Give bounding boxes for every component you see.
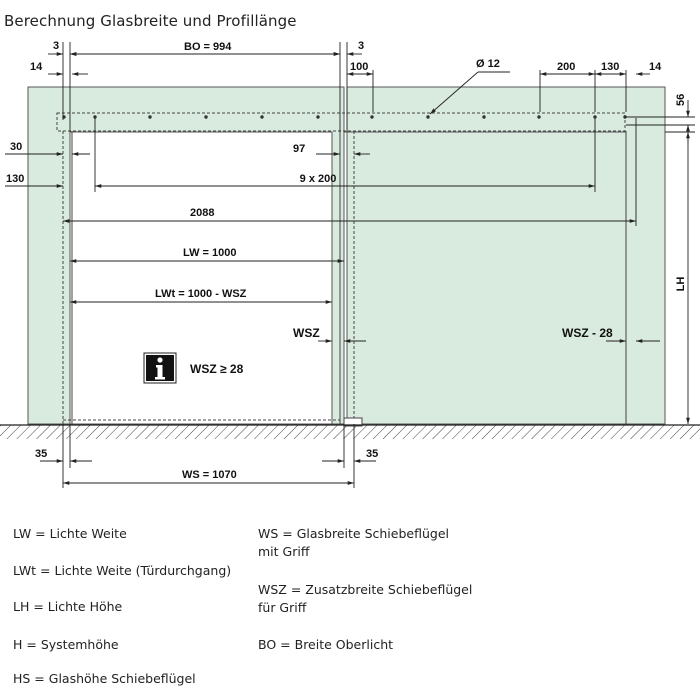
- info-icon: [143, 352, 177, 384]
- legend-wsz: WSZ = Zusatzbreite Schiebeflügel: [258, 582, 473, 597]
- dim-35-left: 35: [35, 448, 47, 460]
- dim-97: 97: [293, 143, 305, 155]
- dim-3-left: 3: [53, 40, 59, 52]
- legend-wsz-cont: für Griff: [258, 600, 307, 615]
- dim-lw: LW = 1000: [183, 247, 237, 259]
- right-glass-panel: [346, 86, 666, 425]
- legend-ws-cont: mit Griff: [258, 544, 310, 559]
- dim-14-right: 14: [649, 61, 662, 73]
- legend-ws: WS = Glasbreite Schiebeflügel: [258, 526, 449, 541]
- legend-h: H = Systemhöhe: [13, 637, 119, 652]
- legend-bo: BO = Breite Oberlicht: [258, 637, 394, 652]
- page-title: Berechnung Glasbreite und Profillänge: [4, 12, 297, 30]
- dim-200-top: 200: [557, 61, 575, 73]
- dim-30: 30: [10, 141, 22, 153]
- dim-wsz-28: WSZ - 28: [562, 326, 613, 340]
- top-rail: [56, 112, 626, 132]
- dim-56: 56: [675, 94, 687, 106]
- floor-hatch: [0, 425, 700, 439]
- dim-diameter: Ø 12: [476, 58, 500, 70]
- legend-hs: HS = Glashöhe Schiebeflügel: [13, 671, 196, 686]
- info-note: WSZ ≥ 28: [190, 362, 244, 376]
- dim-2088: 2088: [190, 207, 214, 219]
- dim-ws: WS = 1070: [182, 469, 237, 481]
- legend-lw: LW = Lichte Weite: [13, 526, 127, 541]
- dim-9x200: 9 x 200: [300, 173, 337, 185]
- dim-3-right: 3: [358, 40, 364, 52]
- dim-lh: LH: [675, 277, 687, 292]
- dim-35-right: 35: [366, 448, 378, 460]
- legend-lwt: LWt = Lichte Weite (Türdurchgang): [13, 563, 232, 578]
- legend-lh: LH = Lichte Höhe: [13, 599, 123, 614]
- door-opening: [69, 131, 333, 425]
- dim-wsz: WSZ: [293, 326, 320, 340]
- dim-100: 100: [350, 61, 368, 73]
- dim-bo: BO = 994: [184, 41, 232, 53]
- dim-130-left: 130: [6, 173, 24, 185]
- dim-14-left: 14: [30, 61, 43, 73]
- dim-lwt: LWt = 1000 - WSZ: [155, 288, 247, 300]
- dim-130-top: 130: [601, 61, 619, 73]
